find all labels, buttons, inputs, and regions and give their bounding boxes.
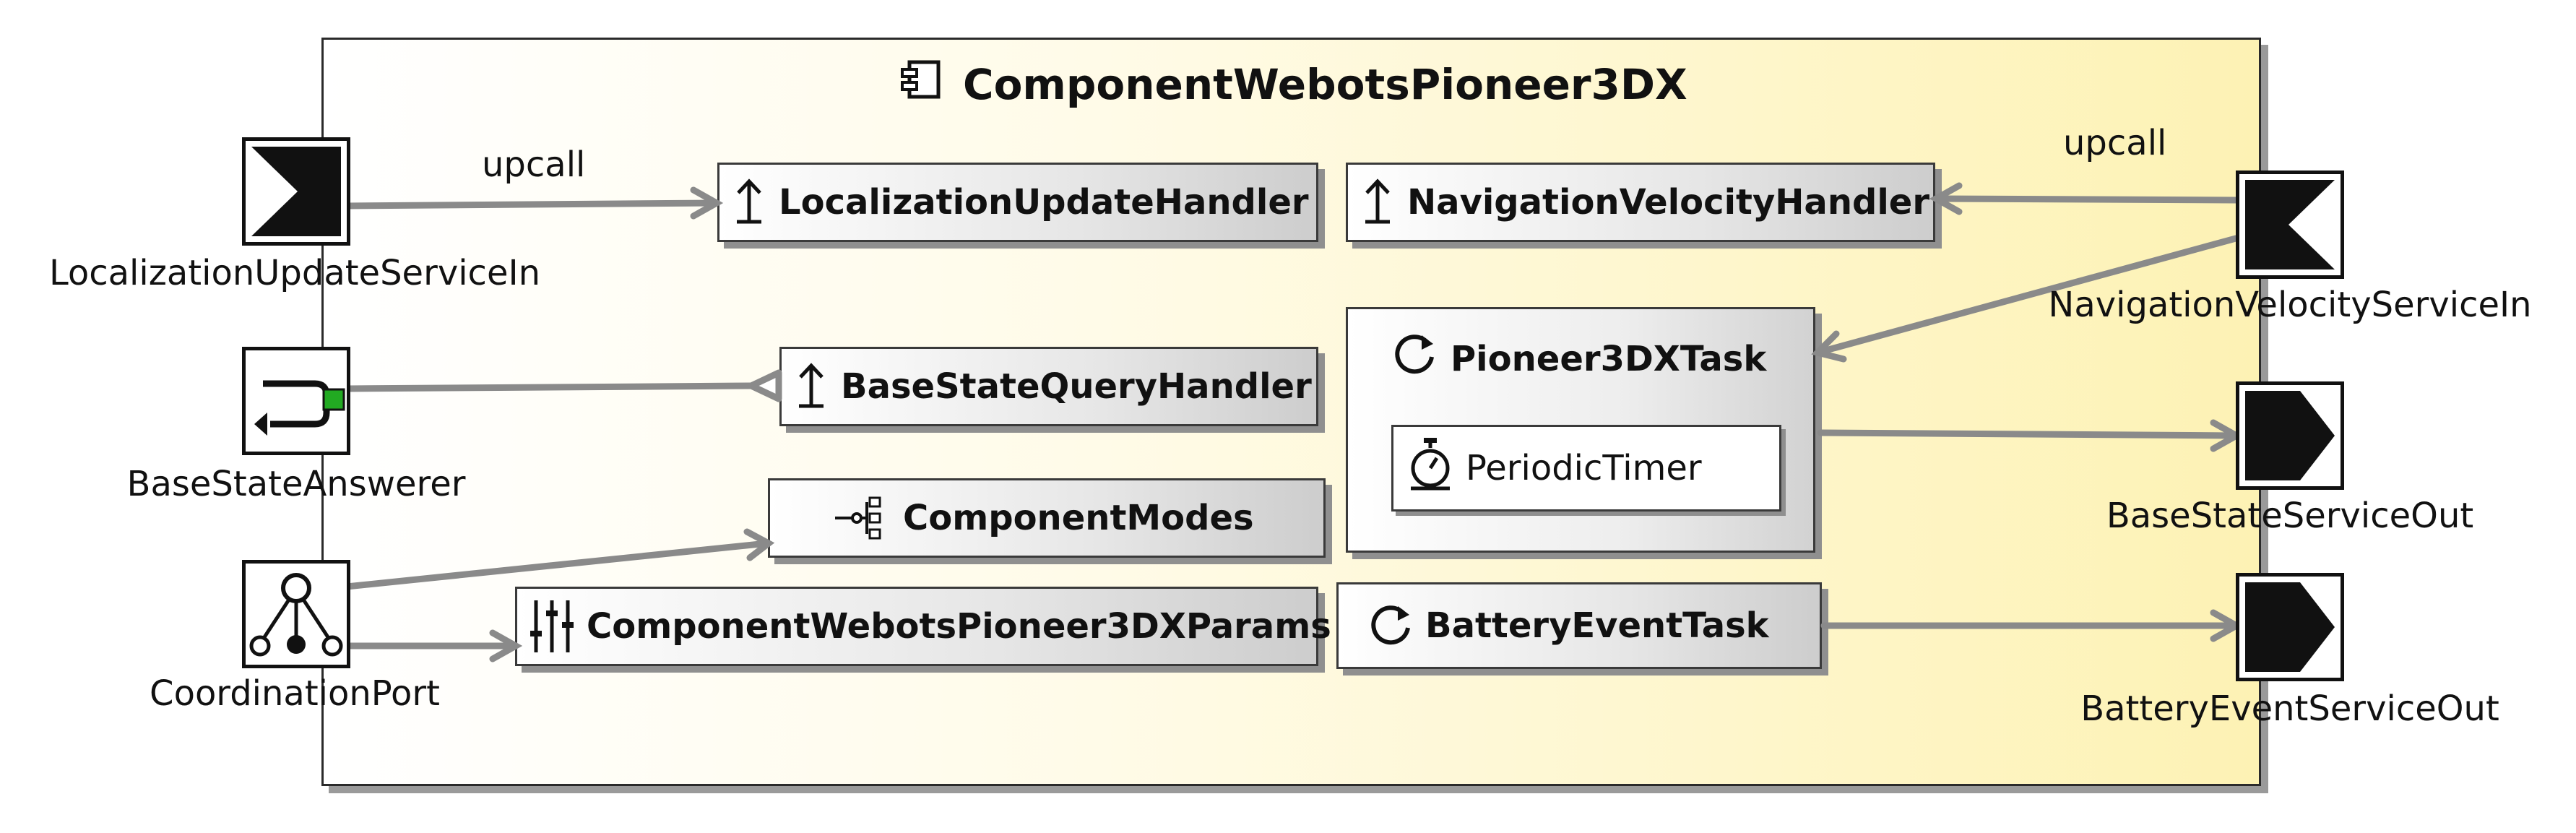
- handler-label: LocalizationUpdateHandler: [779, 182, 1309, 223]
- handler-label: NavigationVelocityHandler: [1407, 182, 1930, 223]
- service-out-icon: [2245, 582, 2335, 672]
- port-label: CoordinationPort: [150, 673, 440, 714]
- localization-update-handler[interactable]: LocalizationUpdateHandler: [717, 163, 1318, 242]
- periodic-timer[interactable]: PeriodicTimer: [1391, 425, 1781, 512]
- component-title-text: ComponentWebotsPioneer3DX: [963, 60, 1687, 109]
- base-state-query-handler[interactable]: BaseStateQueryHandler: [779, 347, 1318, 426]
- navigation-velocity-service-in-port[interactable]: [2236, 171, 2344, 279]
- upcall-handler-icon: [793, 361, 829, 412]
- task-header: Pioneer3DXTask: [1393, 332, 1766, 386]
- service-in-icon: [251, 147, 341, 236]
- task-cycle-icon: [1393, 332, 1438, 386]
- port-label: BatteryEventServiceOut: [2080, 689, 2499, 729]
- modes-label: ComponentModes: [903, 498, 1254, 538]
- coordination-port[interactable]: [242, 560, 350, 668]
- modes-tree-icon: [834, 496, 891, 540]
- task-label: BatteryEventTask: [1425, 605, 1769, 646]
- component-title: ComponentWebotsPioneer3DX: [899, 59, 1687, 110]
- answerer-icon: [254, 380, 345, 436]
- timer-label: PeriodicTimer: [1466, 448, 1702, 488]
- component-modes[interactable]: ComponentModes: [768, 478, 1326, 558]
- params-label: ComponentWebotsPioneer3DXParams: [587, 606, 1331, 647]
- base-state-answerer-port[interactable]: [242, 347, 350, 455]
- stopwatch-icon: [1406, 436, 1454, 500]
- handler-label: BaseStateQueryHandler: [841, 366, 1312, 407]
- battery-event-service-out-port[interactable]: [2236, 573, 2344, 681]
- params-sliders-icon: [529, 597, 575, 655]
- service-out-icon: [2245, 391, 2335, 480]
- service-in-icon: [2245, 180, 2335, 269]
- port-label: BaseStateServiceOut: [2106, 496, 2474, 536]
- task-cycle-icon: [1369, 603, 1414, 648]
- localization-update-service-in-port[interactable]: [242, 137, 350, 246]
- component-icon: [899, 59, 950, 110]
- base-state-service-out-port[interactable]: [2236, 381, 2344, 490]
- component-params[interactable]: ComponentWebotsPioneer3DXParams: [515, 587, 1331, 666]
- port-label: NavigationVelocityServiceIn: [2048, 285, 2532, 325]
- port-label: LocalizationUpdateServiceIn: [48, 253, 541, 293]
- port-label: BaseStateAnswerer: [126, 464, 466, 504]
- task-label: Pioneer3DXTask: [1451, 339, 1767, 379]
- edge-label-upcall: upcall: [2063, 123, 2167, 163]
- upcall-handler-icon: [1360, 177, 1396, 228]
- navigation-velocity-handler[interactable]: NavigationVelocityHandler: [1346, 163, 1935, 242]
- coordination-icon: [249, 573, 343, 657]
- upcall-handler-icon: [731, 177, 767, 228]
- pioneer3dx-task[interactable]: Pioneer3DXTask PeriodicTimer: [1346, 307, 1815, 553]
- battery-event-task[interactable]: BatteryEventTask: [1336, 582, 1822, 669]
- edge-label-upcall: upcall: [482, 144, 586, 185]
